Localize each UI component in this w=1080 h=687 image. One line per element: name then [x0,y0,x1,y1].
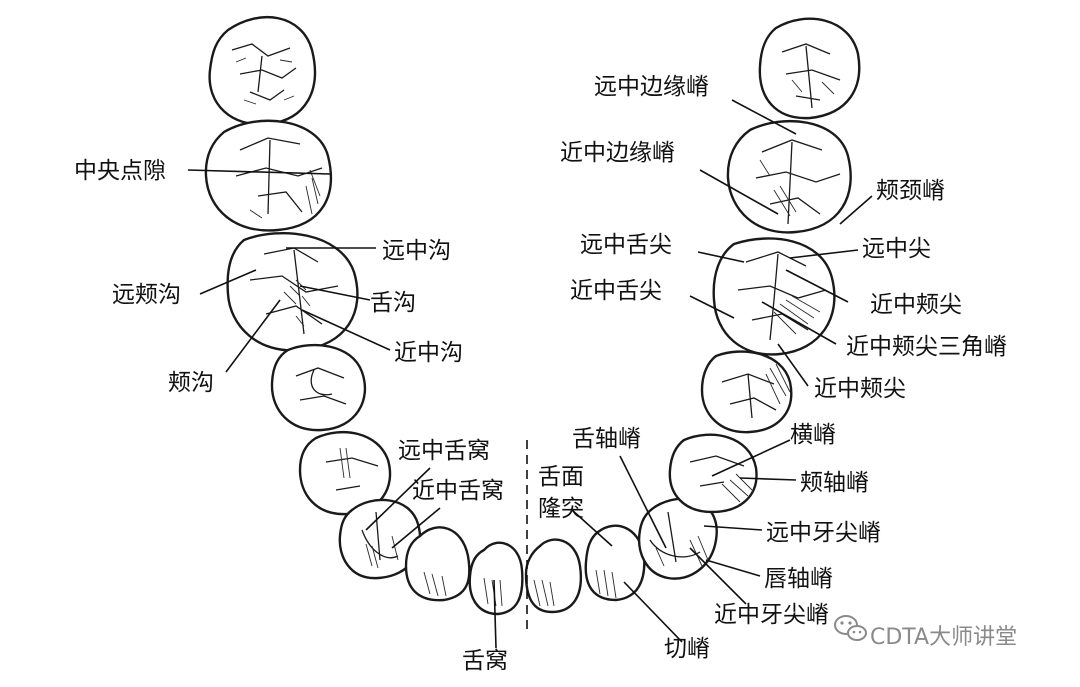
label-distal-cusp-ridge: 远中牙尖嵴 [766,520,881,546]
label-lingual-fossa: 舌窝 [462,648,508,674]
tooth-left-third-molar [208,16,317,126]
label-distal-groove: 远中沟 [382,238,451,264]
tooth-left-first-molar [226,231,359,352]
label-mesiobuccal-cusp-lower: 近中颊尖 [814,376,906,402]
wechat-logo-icon [834,615,867,641]
label-mesiolingual-cusp: 近中舌尖 [570,278,662,304]
label-labial-axial-ridge: 唇轴嵴 [764,566,833,592]
label-distal-cusp: 远中尖 [862,236,931,262]
tooth-left-second-premolar [270,343,367,432]
tooth-right-first-premolar [668,433,758,514]
label-mesiobuccal-triangular-ridge: 近中颊尖三角嵴 [846,334,1007,360]
label-mesial-groove: 近中沟 [394,340,463,366]
tooth-right-second-premolar [700,350,793,434]
leader-lines [187,99,873,649]
label-lingual-tubercle-line1: 舌面 [538,464,584,490]
tooth-left-second-molar [204,119,333,232]
label-central-pit: 中央点隙 [74,158,166,184]
label-lingual-tubercle-line2: 隆突 [538,496,584,522]
watermark-text: CDTA大师讲堂 [870,625,1017,650]
tooth-right-third-molar [758,17,861,120]
tooth-right-second-molar [726,119,852,234]
label-distobuccal-groove: 远颊沟 [112,282,181,308]
label-lingual-groove: 舌沟 [370,290,416,316]
tooth-left-lateral-incisor [404,526,471,602]
tooth-left-central-incisor [468,541,524,616]
label-distal-lingual-fossa: 远中舌窝 [398,438,490,464]
label-lingual-axial-ridge: 舌轴嵴 [572,426,641,452]
tooth-right-lateral-incisor [584,524,646,602]
label-transverse-ridge: 横嵴 [790,422,836,448]
label-distal-marginal-ridge: 远中边缘嵴 [594,74,709,100]
label-mesial-marginal-ridge: 近中边缘嵴 [560,140,675,166]
label-buccal-axial-ridge: 颊轴嵴 [800,470,869,496]
tooth-right-first-molar [712,237,836,356]
label-incisal-ridge: 切嵴 [664,636,710,662]
label-distolingual-cusp: 远中舌尖 [580,232,672,258]
label-buccal-cervical-ridge: 颊颈嵴 [876,178,945,204]
tooth-left-canine [338,498,422,580]
tooth-right-central-incisor [524,538,583,614]
label-mesial-cusp-ridge: 近中牙尖嵴 [714,602,829,628]
label-mesiobuccal-cusp: 近中颊尖 [870,292,962,318]
label-mesial-lingual-fossa: 近中舌窝 [412,478,504,504]
label-buccal-groove: 颊沟 [168,370,214,396]
